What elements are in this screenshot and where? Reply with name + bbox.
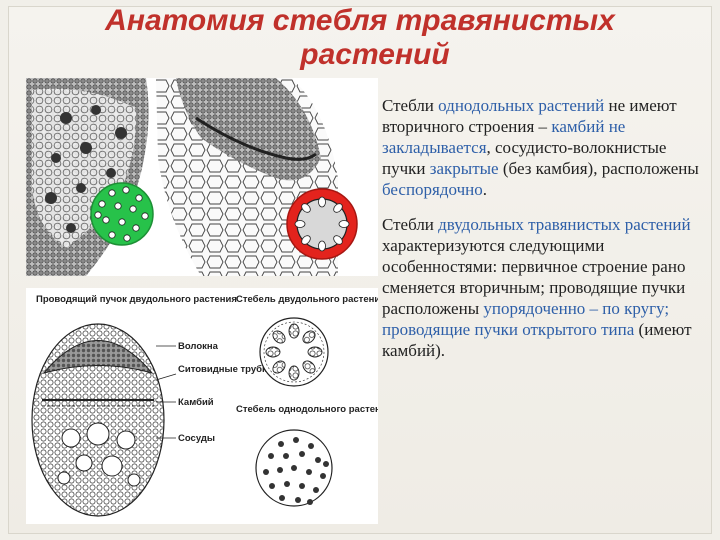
bundle-labels: Волокна Ситовидные трубки Камбий Сосуды — [155, 341, 273, 444]
title-line-2: растений — [300, 38, 450, 71]
label-sieve-tubes: Ситовидные трубки — [178, 364, 273, 375]
title-line-1: Анатомия стебля травянистых — [105, 4, 615, 37]
p2-text-2: характеризуются следующими особенностями… — [382, 236, 686, 318]
p2-text-1: Стебли — [382, 215, 439, 234]
p1-highlight-2: камбий не закладывается — [382, 117, 626, 157]
paragraph-monocot: Стебли однодольных растений не имеют вто… — [382, 95, 708, 200]
label-cambium: Камбий — [178, 397, 214, 408]
p1-highlight-1: однодольных растений — [438, 96, 605, 115]
dicot-schematic-disc — [286, 188, 358, 260]
p1-highlight-4: беспорядочно — [382, 180, 483, 199]
label-monocot-stem: Стебель однодольного растения — [236, 404, 378, 415]
description-text: Стебли однодольных растений не имеют вто… — [382, 95, 708, 375]
p2-highlight-2: упорядоченно – по кругу; — [483, 299, 670, 318]
label-vessels: Сосуды — [178, 433, 215, 444]
stem-micrograph-svg — [26, 78, 358, 276]
monocot-stem-schematic — [255, 429, 333, 507]
label-fibers: Волокна — [178, 341, 219, 352]
p2-highlight-1: двудольных травянистых растений — [438, 215, 691, 234]
p1-text-2: не имеют вторичного строения – — [382, 96, 677, 136]
p1-highlight-3: закрытые — [429, 159, 499, 178]
p1-text-3: , сосудисто-волокнистые пучки — [382, 138, 667, 178]
dicot-stem-schematic — [259, 317, 329, 387]
dicot-bundle-diagram — [31, 323, 165, 517]
paragraph-dicot: Стебли двудольных травянистых растений х… — [382, 214, 708, 361]
slide-title: Анатомия стебля травянистых растений — [20, 4, 700, 72]
monocot-schematic-disc — [90, 182, 154, 246]
vascular-bundle-svg: Проводящий пучок двудольного растения Во… — [31, 294, 378, 517]
p1-text-1: Стебли — [382, 96, 439, 115]
monocot-bundles — [45, 105, 127, 233]
stem-micrograph-figure — [26, 78, 378, 276]
p1-text-5: . — [482, 180, 487, 199]
p2-highlight-3: проводящие пучки открытого типа — [382, 320, 635, 339]
label-dicot-stem: Стебель двудольного растения — [236, 294, 378, 305]
p1-text-4: (без камбия), расположены — [498, 159, 699, 178]
label-bundle-text: Проводящий пучок двудольного растения — [36, 294, 237, 305]
p2-text-4: (имеют камбий). — [382, 320, 692, 360]
label-bundle: Проводящий пучок двудольного растения — [36, 294, 237, 305]
vascular-bundle-figure: Проводящий пучок двудольного растения Во… — [26, 288, 378, 524]
